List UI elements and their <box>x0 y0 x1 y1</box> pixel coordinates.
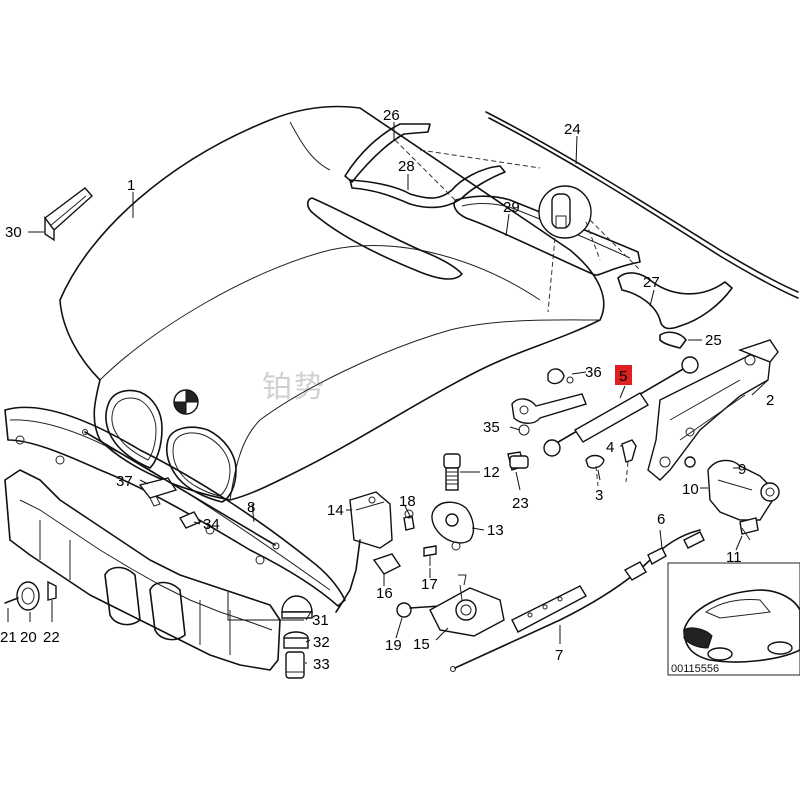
label-9[interactable]: 9 <box>738 461 746 478</box>
label-5[interactable]: 5 <box>619 368 627 385</box>
label-29[interactable]: 29 <box>503 199 520 216</box>
label-4[interactable]: 4 <box>606 439 614 456</box>
vehicle-thumbnail <box>667 562 800 676</box>
label-26[interactable]: 26 <box>383 107 400 124</box>
hood-hinge[interactable] <box>647 339 779 481</box>
parts-12-13-15-17-19-23[interactable] <box>396 451 529 637</box>
label-12[interactable]: 12 <box>483 464 500 481</box>
part-30-clip[interactable] <box>44 187 93 242</box>
label-27[interactable]: 27 <box>643 274 660 291</box>
label-32[interactable]: 32 <box>313 634 330 651</box>
label-11[interactable]: 11 <box>726 549 742 566</box>
part-labels: 1 2 3 4 5 6 7 8 9 10 11 12 13 14 15 16 1… <box>0 107 774 673</box>
parts-3-4-35-36[interactable] <box>511 368 637 487</box>
label-22[interactable]: 22 <box>43 629 60 646</box>
label-33[interactable]: 33 <box>313 656 330 673</box>
watermark-text: 铂势 <box>262 370 326 405</box>
reference-code: 00115556 <box>671 663 720 675</box>
hood-seals[interactable] <box>344 111 799 349</box>
label-1[interactable]: 1 <box>127 177 135 194</box>
leader-lines <box>7 122 769 664</box>
label-21[interactable]: 21 <box>0 629 17 646</box>
label-37[interactable]: 37 <box>116 473 133 490</box>
label-6[interactable]: 6 <box>657 511 665 528</box>
highlight-box-part-5 <box>615 365 632 385</box>
label-8[interactable]: 8 <box>247 499 255 516</box>
label-7[interactable]: 7 <box>555 647 563 664</box>
gas-strut[interactable] <box>543 356 699 457</box>
label-35[interactable]: 35 <box>483 419 500 436</box>
label-15[interactable]: 15 <box>413 636 430 653</box>
label-17[interactable]: 17 <box>421 576 438 593</box>
label-3[interactable]: 3 <box>595 487 603 504</box>
hood[interactable] <box>59 105 605 503</box>
label-31[interactable]: 31 <box>312 612 329 629</box>
hood-lock[interactable] <box>335 491 415 613</box>
parts-31-32-33[interactable] <box>281 595 313 679</box>
parts-20-21-22[interactable] <box>4 580 57 611</box>
cable-8[interactable] <box>82 429 280 550</box>
label-28[interactable]: 28 <box>398 158 415 175</box>
parts-34-37[interactable] <box>138 477 202 529</box>
label-23[interactable]: 23 <box>512 495 529 512</box>
label-20[interactable]: 20 <box>20 629 37 646</box>
label-2[interactable]: 2 <box>766 392 774 409</box>
parts-9-10-11[interactable] <box>684 456 780 541</box>
label-10[interactable]: 10 <box>682 481 699 498</box>
release-cable[interactable] <box>450 529 705 672</box>
label-30[interactable]: 30 <box>5 224 22 241</box>
label-24[interactable]: 24 <box>564 121 581 138</box>
label-25[interactable]: 25 <box>705 332 722 349</box>
label-18[interactable]: 18 <box>399 493 416 510</box>
label-16[interactable]: 16 <box>376 585 393 602</box>
label-19[interactable]: 19 <box>385 637 402 654</box>
label-36[interactable]: 36 <box>585 364 602 381</box>
label-34[interactable]: 34 <box>203 516 220 533</box>
label-13[interactable]: 13 <box>487 522 504 539</box>
label-14[interactable]: 14 <box>327 502 344 519</box>
